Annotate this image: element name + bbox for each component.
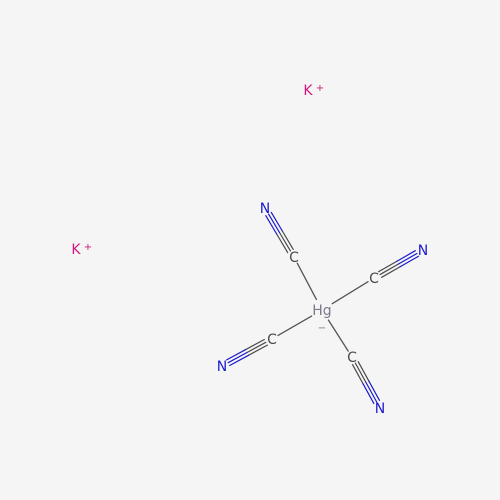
c-n-triple-bond-line [362, 383, 375, 405]
c-n-triple-bond-line [281, 230, 294, 250]
c-n-triple-bond-line [379, 263, 400, 276]
c-n-triple-bond-line [368, 380, 381, 401]
carbon-atom: C [289, 250, 299, 266]
c-n-triple-bond-line [247, 344, 268, 356]
nitrogen-atom: N [260, 201, 270, 217]
nitrogen-atom: N [418, 243, 428, 259]
nitrogen-atom: N [217, 359, 227, 375]
hg-c-single-bond [296, 262, 318, 301]
c-n-triple-bond-line [227, 351, 248, 364]
c-n-triple-bond-line [278, 231, 292, 252]
cyanide-ligand-lower-right: C N [347, 350, 385, 417]
c-n-triple-bond-line [377, 260, 398, 273]
c-n-triple-bond-line [226, 349, 247, 361]
potassium-charge: + [84, 242, 92, 253]
c-n-triple-bond-line [246, 341, 267, 354]
c-n-triple-bond-line [229, 354, 250, 367]
cyanide-ligand-upper-left: C N [260, 201, 299, 266]
bonds-layer [226, 211, 420, 405]
mercury-atom: Hg − [312, 303, 331, 334]
potassium-label: K [303, 83, 313, 99]
potassium-ion-left: K + [71, 242, 92, 258]
c-n-triple-bond-line [276, 233, 289, 254]
carbon-atom: C [369, 271, 379, 287]
c-n-triple-bond-line [351, 364, 364, 385]
c-n-triple-bond-line [381, 266, 401, 278]
potassium-charge: + [316, 83, 324, 94]
c-n-triple-bond-line [265, 215, 278, 235]
hg-c-single-bond [331, 281, 369, 305]
mercury-label: Hg [312, 303, 331, 319]
c-n-triple-bond-line [396, 250, 416, 262]
nitrogen-atom: N [375, 401, 385, 417]
c-n-triple-bond-line [365, 381, 378, 403]
cyanide-ligand-right: C N [369, 243, 428, 287]
cyanide-ligand-lower-left: C N [217, 332, 277, 375]
potassium-ion-top: K + [303, 83, 324, 99]
mercury-charge: − [318, 323, 326, 334]
carbon-atom: C [267, 332, 277, 348]
carbon-atom: C [347, 350, 357, 366]
c-n-triple-bond-line [354, 362, 367, 384]
hg-c-single-bond [327, 319, 349, 352]
c-n-triple-bond-line [270, 211, 283, 232]
c-n-triple-bond-line [244, 338, 265, 351]
potassium-label: K [71, 242, 81, 258]
c-n-triple-bond-line [267, 213, 281, 234]
hg-c-single-bond [277, 315, 313, 337]
c-n-triple-bond-line [357, 360, 370, 382]
c-n-triple-bond-line [399, 255, 420, 268]
c-n-triple-bond-line [397, 252, 418, 265]
